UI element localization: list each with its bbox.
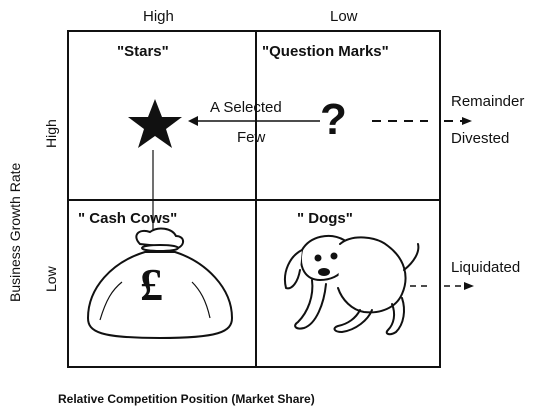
money-bag-icon xyxy=(86,227,234,340)
y-axis-title: Business Growth Rate xyxy=(7,162,23,302)
dog-icon xyxy=(284,234,420,336)
liquidated-arrowhead xyxy=(464,282,474,290)
liquidated-label: Liquidated xyxy=(451,259,521,276)
pound-sign: £ xyxy=(140,259,163,310)
row-label-high: High xyxy=(43,119,59,148)
divested-arrowhead xyxy=(462,117,472,125)
question-mark-icon: ? xyxy=(320,95,347,144)
column-label-high: High xyxy=(143,8,174,25)
remainder-label: Remainder xyxy=(451,93,525,110)
quadrant-title-question-marks: "Question Marks" xyxy=(262,43,389,60)
quadrant-title-dogs: " Dogs" xyxy=(297,210,353,227)
row-label-low: Low xyxy=(43,266,59,292)
x-axis-title: Relative Competition Position (Market Sh… xyxy=(58,392,315,406)
divested-label: Divested xyxy=(451,130,510,147)
column-label-low: Low xyxy=(330,8,358,25)
star-icon xyxy=(128,99,182,148)
selected-few-label-line2: Few xyxy=(237,129,266,146)
selected-few-arrowhead xyxy=(188,116,198,126)
quadrant-title-stars: "Stars" xyxy=(117,43,169,60)
quadrant-title-cash-cows: " Cash Cows" xyxy=(78,210,178,227)
selected-few-label-line1: A Selected xyxy=(210,99,282,116)
